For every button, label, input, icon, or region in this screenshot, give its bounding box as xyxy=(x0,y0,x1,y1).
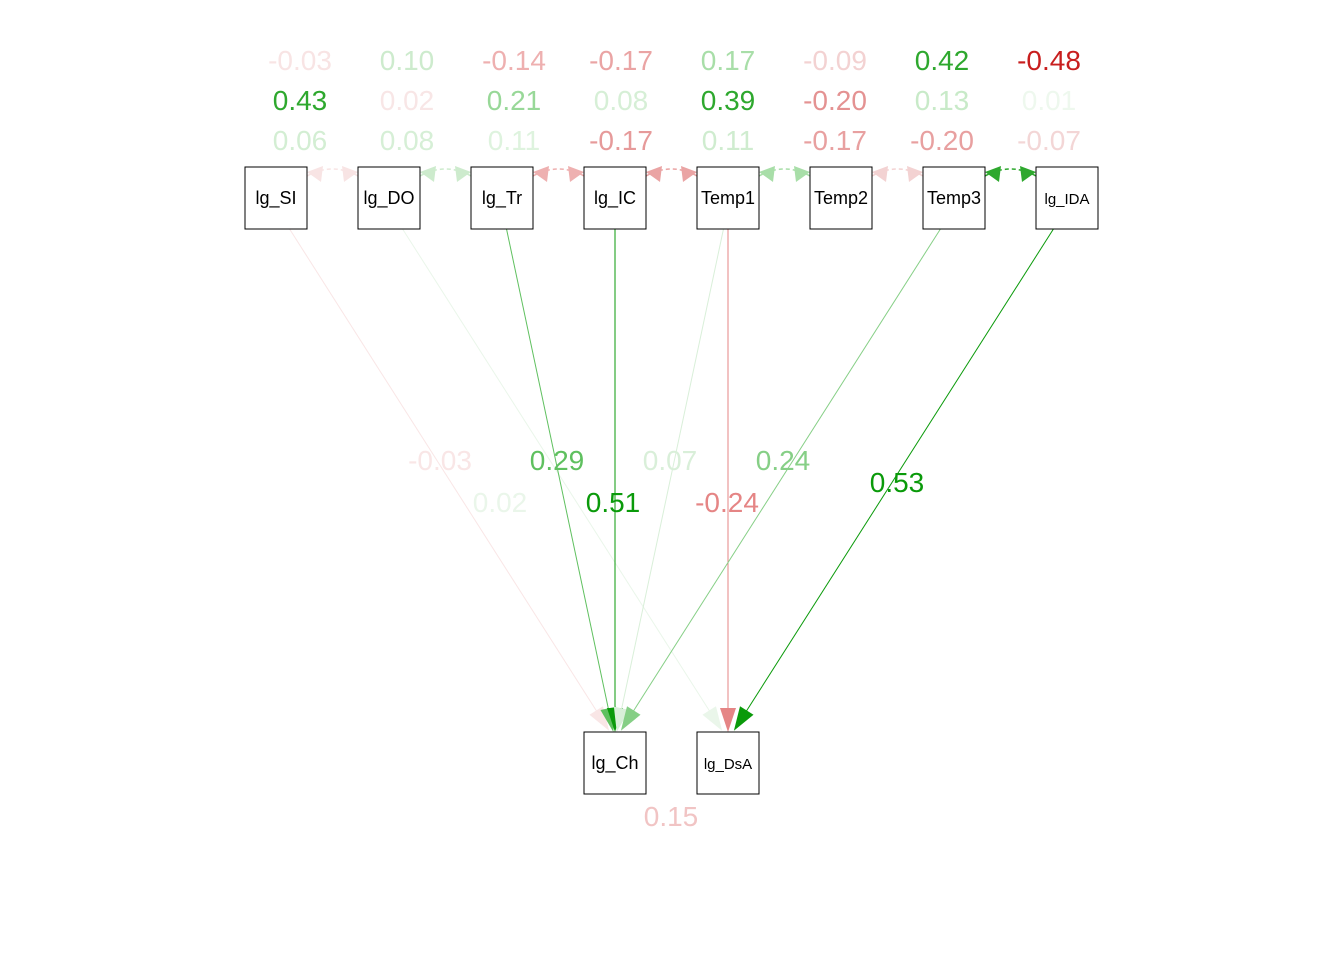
path-edge xyxy=(617,228,724,725)
covariance-label: 0.39 xyxy=(701,85,756,116)
node-label: Temp2 xyxy=(814,188,868,208)
arrowhead xyxy=(702,706,723,731)
node-box xyxy=(357,166,421,230)
covariance-label: 0.43 xyxy=(273,85,328,116)
covariance-label: -0.14 xyxy=(482,45,546,76)
covariance-label: -0.20 xyxy=(803,85,867,116)
arrowhead xyxy=(307,166,323,182)
covariance-label: -0.03 xyxy=(268,45,332,76)
covariance-label: 0.11 xyxy=(488,125,540,156)
path-coefficient-label: -0.24 xyxy=(695,487,759,518)
covariance-label: 0.02 xyxy=(380,85,435,116)
node-label: lg_DsA xyxy=(704,756,752,773)
node-box xyxy=(583,166,647,230)
covariance-label: -0.07 xyxy=(1017,125,1081,156)
node-box xyxy=(1035,166,1099,230)
covariance-label: -0.09 xyxy=(803,45,867,76)
covariance-label: 0.01 xyxy=(1022,85,1077,116)
node-box xyxy=(922,166,986,230)
covariance-label: -0.17 xyxy=(803,125,867,156)
path-edge xyxy=(289,228,606,725)
node-box xyxy=(470,166,534,230)
covariance-label: 0.11 xyxy=(702,125,754,156)
path-coefficient-label: 0.51 xyxy=(586,487,641,518)
path-edge xyxy=(506,228,613,725)
covariance-label: 0.42 xyxy=(915,45,970,76)
node-label: Temp1 xyxy=(701,188,755,208)
path-coefficient-label: 0.02 xyxy=(473,487,528,518)
arrowhead xyxy=(342,166,358,182)
covariance-label: -0.48 xyxy=(1017,45,1081,76)
covariance-label: 0.21 xyxy=(487,85,542,116)
residual-covariance-label: 0.15 xyxy=(644,801,699,832)
arrowhead xyxy=(985,166,1001,182)
node-label: lg_Tr xyxy=(482,188,522,209)
node-box xyxy=(696,166,760,230)
covariance-label: 0.17 xyxy=(701,45,756,76)
covariance-label: -0.20 xyxy=(910,125,974,156)
covariance-label: 0.08 xyxy=(380,125,435,156)
covariance-label: 0.13 xyxy=(915,85,970,116)
covariance-label: 0.10 xyxy=(380,45,435,76)
path-coefficient-label: 0.24 xyxy=(756,445,811,476)
arrowhead xyxy=(455,166,471,182)
path-edge xyxy=(737,228,1054,725)
path-coefficient-label: 0.29 xyxy=(530,445,585,476)
path-coefficient-label: 0.07 xyxy=(643,445,698,476)
arrowhead xyxy=(533,166,549,182)
arrowhead xyxy=(759,166,775,182)
node-label: lg_IC xyxy=(594,188,636,209)
path-edge xyxy=(624,228,941,725)
path-coefficient-label: -0.03 xyxy=(408,445,472,476)
arrowhead xyxy=(872,166,888,182)
covariance-label: 0.06 xyxy=(273,125,328,156)
node-box xyxy=(809,166,873,230)
arrowhead xyxy=(1020,166,1036,182)
arrowhead xyxy=(681,166,697,182)
covariance-label: -0.17 xyxy=(589,125,653,156)
covariance-label: 0.08 xyxy=(594,85,649,116)
node-label: lg_SI xyxy=(255,188,296,209)
node-label: Temp3 xyxy=(927,188,981,208)
arrowhead xyxy=(568,166,584,182)
node-box xyxy=(244,166,308,230)
node-label: lg_Ch xyxy=(591,753,638,774)
arrowhead xyxy=(620,706,641,731)
path-edge xyxy=(402,228,719,725)
arrowhead xyxy=(907,166,923,182)
arrowhead xyxy=(420,166,436,182)
node-box xyxy=(696,731,760,795)
arrowhead xyxy=(720,708,736,732)
node-label: lg_IDA xyxy=(1044,191,1089,208)
arrowhead xyxy=(794,166,810,182)
covariance-label: -0.17 xyxy=(589,45,653,76)
arrowhead xyxy=(646,166,662,182)
path-coefficient-label: 0.53 xyxy=(870,467,925,498)
node-label: lg_DO xyxy=(363,188,414,209)
arrowhead xyxy=(733,706,754,731)
node-box xyxy=(583,731,647,795)
